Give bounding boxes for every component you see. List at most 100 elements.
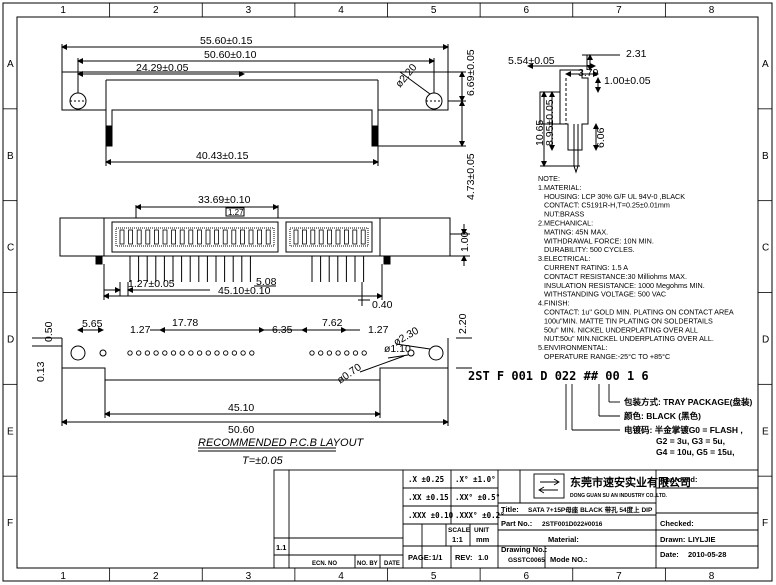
pcb-hole bbox=[127, 350, 133, 356]
pcb-hole bbox=[223, 350, 229, 356]
dim-pcb-edge-small: 0.13 bbox=[35, 361, 47, 382]
contact bbox=[231, 229, 237, 245]
dim-hole-pitch: 50.60±0.10 bbox=[204, 49, 257, 61]
zone-column-label: 5 bbox=[431, 571, 437, 582]
note-line: HOUSING: LCP 30% G/F UL 94V-0 ,BLACK bbox=[544, 192, 685, 201]
front-view bbox=[59, 204, 470, 306]
pcb-hole bbox=[205, 350, 211, 356]
contact bbox=[248, 229, 254, 245]
pcb-hole bbox=[318, 350, 324, 356]
note-line: INSULATION RESISTANCE: 1000 Megohms MIN. bbox=[544, 281, 705, 290]
legend-plating-2: G2 = 3u, G3 = 5u, bbox=[656, 436, 725, 446]
zone-row-label: A bbox=[7, 59, 14, 70]
top-view bbox=[61, 44, 466, 166]
pcb-hole bbox=[249, 350, 255, 356]
zone-row-label: D bbox=[762, 334, 769, 345]
contact bbox=[335, 229, 341, 245]
pcb-hole bbox=[153, 350, 159, 356]
dim-pcb-offset: 5.65 bbox=[82, 318, 103, 330]
legend-color: 颜色: BLACK (黑色) bbox=[624, 411, 701, 421]
checked-label: Checked: bbox=[660, 519, 694, 528]
dim-step: 1.00±0.05 bbox=[604, 75, 651, 87]
contact bbox=[128, 229, 134, 245]
pcb-layout bbox=[32, 327, 472, 452]
pcb-layout-title: RECOMMENDED P.C.B LAYOUT bbox=[198, 437, 365, 449]
tol-x: .X ±0.25 bbox=[408, 475, 444, 484]
note-line: CONTACT RESISTANCE:30 Milliohms MAX. bbox=[544, 272, 687, 281]
zone-column-label: 7 bbox=[616, 5, 622, 16]
contact bbox=[239, 229, 245, 245]
dim-pcb-contact-hole: ø0.70 bbox=[335, 361, 364, 386]
drawing-no-value: GSSTC0065 bbox=[508, 557, 545, 564]
note-line: 100u"MIN. MATTE TIN PLATING ON SOLDERTAI… bbox=[544, 316, 713, 325]
title-value: SATA 7+15P母座 BLACK 带孔 54度上 DIP bbox=[528, 505, 653, 514]
dim-body-height: 8.95±0.05 bbox=[544, 99, 556, 146]
dim-pin-gap: 5.08 bbox=[256, 276, 277, 288]
zone-column-label: 4 bbox=[338, 5, 344, 16]
zone-column-label: 6 bbox=[523, 5, 529, 16]
rev-header-by: NO. BY bbox=[357, 561, 378, 567]
front-view-contacts bbox=[119, 229, 366, 245]
tol-xx: .XX ±0.15 bbox=[408, 493, 449, 502]
contact bbox=[360, 229, 366, 245]
note-line: 3.ELECTRICAL: bbox=[538, 254, 590, 263]
pcb-hole bbox=[162, 350, 168, 356]
note-line: 4.FINISH: bbox=[538, 299, 570, 308]
zone-column-label: 1 bbox=[60, 571, 66, 582]
zone-column-label: 2 bbox=[153, 5, 159, 16]
legend-package: 包装方式: TRAY PACKAGE(盘装) bbox=[624, 397, 752, 407]
pcb-hole bbox=[188, 350, 194, 356]
scale-label: SCALE bbox=[448, 527, 471, 534]
dim-pcb-pitch-left: 1.27 bbox=[130, 324, 151, 336]
dim-post-pitch: 40.43±0.15 bbox=[196, 150, 249, 162]
zone-row-label: B bbox=[7, 151, 14, 162]
dim-pcb-peg-hole: ø1.10 bbox=[384, 343, 411, 355]
zone-column-label: 1 bbox=[60, 5, 66, 16]
tol-x-deg: .X° ±1.0° bbox=[455, 475, 496, 484]
zone-column-label: 3 bbox=[246, 5, 252, 16]
note-line: 50u" MIN. NICKEL UNDERPLATING OVER ALL bbox=[544, 325, 698, 334]
unit-label: UNIT bbox=[474, 527, 489, 534]
dim-pcb-row-span: 17.78 bbox=[172, 317, 198, 329]
pcb-hole bbox=[170, 350, 177, 356]
pcb-hole bbox=[214, 350, 220, 356]
contact bbox=[205, 229, 211, 245]
notes-block: NOTE:1.MATERIAL:HOUSING: LCP 30% G/F UL … bbox=[538, 174, 734, 361]
contact bbox=[136, 229, 142, 245]
zone-row-label: E bbox=[762, 426, 769, 437]
note-line: 1.MATERIAL: bbox=[538, 183, 581, 192]
drawn-value: LIYLJIE bbox=[688, 535, 716, 544]
contact bbox=[327, 229, 333, 245]
dim-slot-depth: 3.79 bbox=[578, 67, 599, 79]
part-no-value: 2STF001D022#0016 bbox=[542, 521, 603, 528]
part-no-label: Part No.: bbox=[501, 519, 532, 528]
legend-plating-3: G4 = 10u, G5 = 15u, bbox=[656, 447, 734, 457]
tol-xxx-deg: .XXX° ±0.2° bbox=[455, 511, 505, 520]
contact bbox=[171, 229, 177, 245]
zone-column-label: 7 bbox=[616, 571, 622, 582]
note-line: OPERATURE RANGE:-25°C TO +85°C bbox=[544, 352, 670, 361]
pcb-hole bbox=[179, 350, 185, 356]
zone-column-label: 8 bbox=[709, 571, 715, 582]
contact bbox=[301, 229, 307, 245]
legend-plating: 电镀码: 半金掌镀G0 = FLASH , bbox=[624, 425, 743, 435]
zone-row-label: E bbox=[7, 426, 14, 437]
mode-no-label: Mode NO.: bbox=[550, 555, 588, 564]
dim-hole-diameter: ø2.20 bbox=[393, 62, 420, 90]
contact bbox=[162, 229, 168, 245]
dim-pcb-edge: 0.50 bbox=[43, 321, 55, 342]
zone-row-label: C bbox=[762, 243, 769, 254]
pcb-hole bbox=[196, 350, 203, 356]
contact bbox=[352, 229, 358, 245]
company-name-en: DONG GUAN SU AN INDUSTRY CO.,LTD. bbox=[570, 493, 668, 499]
pcb-contact-holes bbox=[127, 350, 367, 356]
zone-row-label: D bbox=[7, 334, 14, 345]
contact bbox=[179, 229, 185, 245]
note-line: 5.ENVIRONMENTAL: bbox=[538, 343, 607, 352]
contact bbox=[188, 229, 194, 245]
part-code-string: 2ST F 001 D 022 ## 00 1 6 bbox=[468, 369, 649, 383]
company-name: 东莞市速安实业有限公司 bbox=[570, 475, 691, 489]
dim-overall-length: 55.60±0.15 bbox=[200, 35, 253, 47]
pcb-hole bbox=[344, 350, 350, 356]
rev-header-date: DATE bbox=[384, 561, 400, 567]
